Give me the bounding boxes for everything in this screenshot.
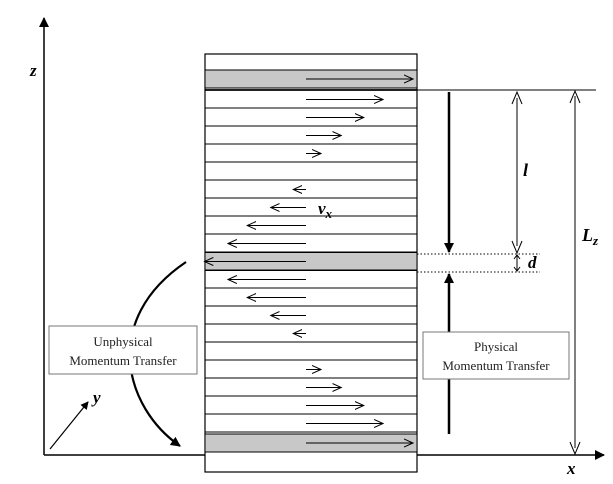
- slab-stack: [204, 53, 418, 473]
- physical-transfer-box: Physical Momentum Transfer: [422, 331, 570, 380]
- l-dimension-top-head: [511, 90, 523, 105]
- lz-label: Lz: [581, 225, 599, 248]
- unphysical-transfer-box: Unphysical Momentum Transfer: [48, 325, 198, 375]
- lz-dimension-top-head: [569, 89, 581, 104]
- x-axis-label: x: [566, 459, 576, 478]
- d-dimension-head-top: [513, 254, 521, 260]
- unphysical-box-line-1: Unphysical: [93, 334, 153, 349]
- d-dimension-head-bottom: [513, 266, 521, 272]
- physical-box-line-2: Momentum Transfer: [442, 358, 550, 373]
- y-axis: [49, 401, 89, 450]
- lz-dimension-bottom-head: [569, 441, 581, 456]
- physical-box-line-1: Physical: [474, 339, 518, 354]
- z-axis-label: z: [29, 61, 37, 80]
- d-label: d: [528, 253, 537, 272]
- l-dimension-bottom-head: [511, 240, 523, 255]
- velocity-arrows: [204, 79, 413, 443]
- velocity-label: vx: [318, 199, 333, 221]
- y-axis-label: y: [91, 388, 101, 407]
- unphysical-box-line-2: Momentum Transfer: [69, 353, 177, 368]
- l-label: l: [523, 160, 528, 180]
